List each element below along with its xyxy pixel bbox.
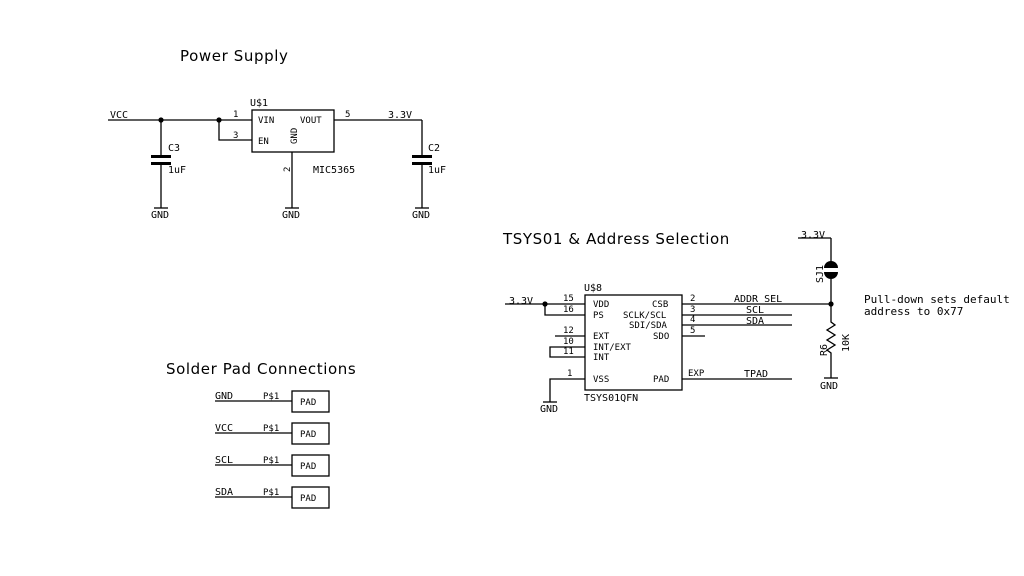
pad-label-vcc: PAD [300, 430, 316, 440]
pin-vdd: VDD [593, 300, 609, 310]
power-supply-section: VCC C3 1uF GND U$1 VIN EN VOUT GND 1 3 5… [108, 98, 446, 221]
sj1-supply-label: 3.3V [801, 230, 825, 241]
tsys-supply-label: 3.3V [509, 296, 533, 307]
en-tie-wire [218, 120, 252, 141]
pin-pad: PAD [653, 375, 669, 385]
pin-csb: CSB [652, 300, 668, 310]
pin-sdi-sda: SDI/SDA [629, 321, 668, 331]
capacitor-c2 [412, 120, 432, 209]
pad-label-sda: PAD [300, 494, 316, 504]
pinnum-3: 3 [690, 305, 695, 315]
net-scl: SCL [746, 305, 764, 316]
solder-pad-sda: SDA P$1 PAD [215, 486, 330, 509]
u1-gnd-label: GND [282, 210, 300, 221]
pinnum-16: 16 [563, 305, 574, 315]
r6-ref: R6 [819, 344, 830, 356]
u8-part: TSYS01QFN [584, 393, 638, 404]
pin-sdo: SDO [653, 332, 669, 342]
u1-pin-vin: VIN [258, 116, 274, 126]
u1-pinnum-gnd: 2 [283, 167, 293, 172]
u1-pinnum-vout: 5 [345, 110, 350, 120]
vss-gnd-label: GND [540, 404, 558, 415]
solder-pads-section: GND P$1 PAD VCC P$1 PAD SCL P$1 PAD SDA … [215, 390, 330, 509]
pin-ext: EXT [593, 332, 610, 342]
power-supply-title: Power Supply [180, 47, 288, 65]
u1-ref: U$1 [250, 98, 268, 109]
pinnum-12: 12 [563, 326, 574, 336]
capacitor-c3 [151, 120, 171, 209]
pad-ref-sda: P$1 [263, 488, 279, 498]
vcc-net-label: VCC [110, 110, 128, 121]
pinnum-4: 4 [690, 315, 695, 325]
pinnum-exp: EXP [688, 369, 705, 379]
solder-pads-title: Solder Pad Connections [166, 360, 356, 378]
int-ext-tie [549, 346, 585, 358]
pinnum-10: 10 [563, 337, 574, 347]
pin-sclk-scl: SCLK/SCL [623, 311, 666, 321]
r6-value: 10K [841, 334, 852, 352]
junction-addr-sel [828, 301, 834, 307]
c3-value: 1uF [168, 165, 186, 176]
solder-pad-scl: SCL P$1 PAD [215, 454, 330, 477]
pad-ref-vcc: P$1 [263, 424, 279, 434]
pinnum-11: 11 [563, 347, 574, 357]
pad-net-scl: SCL [215, 455, 233, 466]
pad-ref-scl: P$1 [263, 456, 279, 466]
pinnum-2: 2 [690, 294, 695, 304]
net-addr-sel: ADDR_SEL [734, 294, 782, 305]
net-tpad: TPAD [744, 369, 768, 380]
tsys01-body [584, 294, 683, 391]
pad-ref-gnd: P$1 [263, 392, 279, 402]
u1-pin-en: EN [258, 137, 269, 147]
vss-wire [549, 378, 585, 402]
tsys01-section: 3.3V GND U$8 TSYS01QFN VDD PS EXT INT/EX… [505, 230, 1010, 415]
c2-value: 1uF [428, 165, 446, 176]
u1-part: MIC5365 [313, 165, 355, 176]
solder-pad-gnd: GND P$1 PAD [215, 390, 330, 413]
pad-net-sda: SDA [215, 487, 233, 498]
pinnum-15: 15 [563, 294, 574, 304]
note-line-2: address to 0x77 [864, 305, 963, 318]
u8-ref: U$8 [584, 283, 602, 294]
pad-net-gnd: GND [215, 391, 233, 402]
pin-int: INT [593, 353, 610, 363]
ps-wire [544, 304, 585, 316]
sj1-top-pad [824, 261, 838, 268]
net-sda: SDA [746, 316, 764, 327]
c3-gnd-label: GND [151, 210, 169, 221]
vout-net-label: 3.3V [388, 110, 412, 121]
pin-vss: VSS [593, 375, 609, 385]
solder-pad-vcc: VCC P$1 PAD [215, 422, 330, 445]
pad-label-scl: PAD [300, 462, 316, 472]
c3-ref: C3 [168, 143, 180, 154]
resistor-r6 [825, 318, 837, 378]
u1-pinnum-vin: 1 [233, 110, 238, 120]
r6-gnd-label: GND [820, 381, 838, 392]
pin-int-ext: INT/EXT [593, 343, 632, 353]
sj1-bottom-pad [824, 272, 838, 279]
pin-ps: PS [593, 311, 604, 321]
note-line-1: Pull-down sets default [864, 293, 1010, 306]
u1-pinnum-en: 3 [233, 131, 238, 141]
regulator-u1-body [251, 109, 335, 153]
pad-net-vcc: VCC [215, 423, 233, 434]
pinnum-1: 1 [567, 369, 572, 379]
u1-pin-gnd: GND [290, 128, 300, 144]
pinnum-5: 5 [690, 326, 695, 336]
c2-gnd-label: GND [412, 210, 430, 221]
tsys01-title: TSYS01 & Address Selection [502, 230, 730, 248]
pad-label-gnd: PAD [300, 398, 316, 408]
sj1-ref: SJ1 [815, 265, 826, 283]
u1-pin-vout: VOUT [300, 116, 322, 126]
c2-ref: C2 [428, 143, 440, 154]
